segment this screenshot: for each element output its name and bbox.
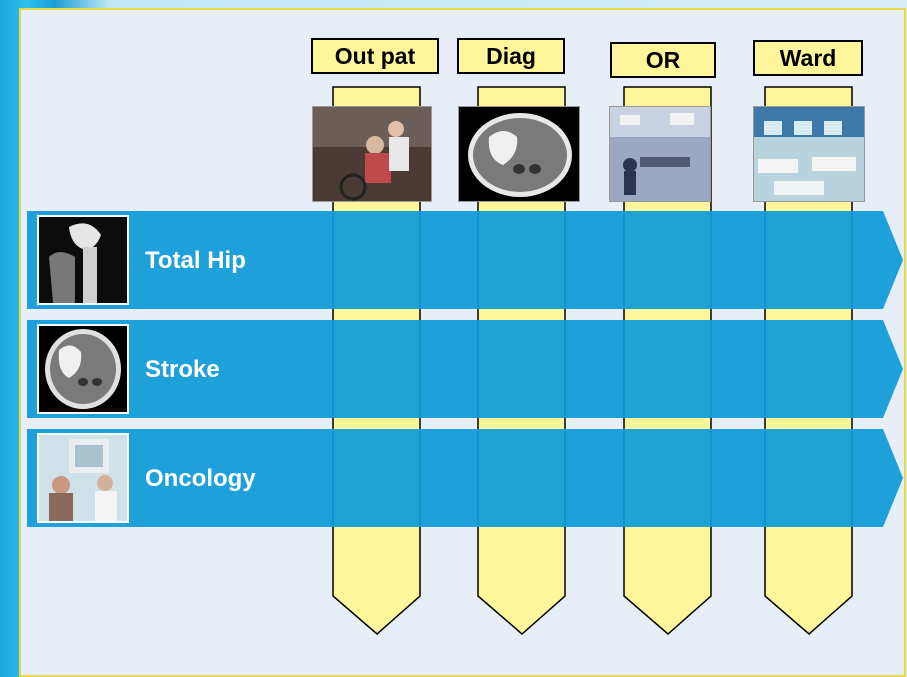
outpatient-wheelchair-photo [312,106,432,202]
brain-ct-scan-photo [37,324,129,414]
column-label-or: OR [610,42,716,78]
column-label-diag: Diag [457,38,565,74]
row-label-oncology: Oncology [145,465,256,493]
oncology-treatment-photo [37,433,129,523]
row-band-total-hip: Total Hip [27,211,905,309]
hospital-ward-photo [753,106,865,202]
column-label-ward: Ward [753,40,863,76]
row-band-oncology: Oncology [27,429,905,527]
operating-room-photo [609,106,711,202]
row-label-total-hip: Total Hip [145,247,246,275]
hip-xray-photo [37,215,129,305]
column-label-out-pat: Out pat [311,38,439,74]
row-band-stroke: Stroke [27,320,905,418]
row-label-stroke: Stroke [145,356,220,384]
brain-ct-scan-photo [458,106,580,202]
